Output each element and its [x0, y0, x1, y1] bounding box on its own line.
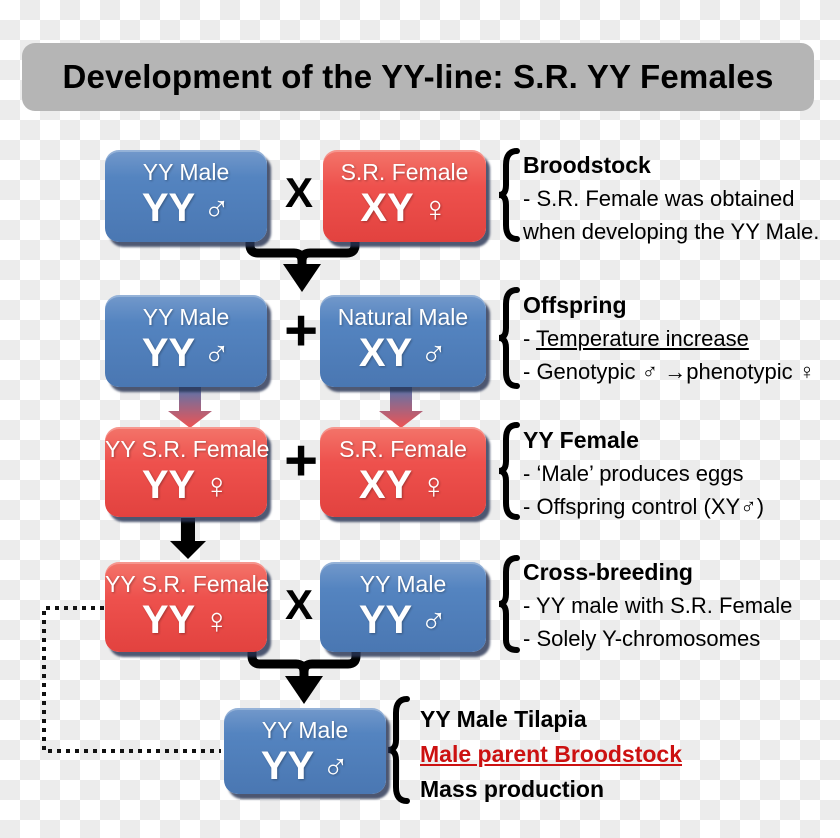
node-genotype: YY♀ [141, 598, 231, 642]
node-label: YY Male [359, 571, 447, 597]
note-line: - YY male with S.R. Female [523, 593, 793, 618]
note-heading: YY Female [523, 427, 639, 453]
node-genotype: YY♀ [141, 463, 231, 507]
node-yy-male-r4: YY Male YY♂ [320, 562, 486, 652]
node-genotype: XY♂ [358, 331, 448, 375]
female-symbol: ♀ [420, 465, 448, 506]
gradient-arrow-icon-right [379, 386, 423, 428]
note-line: - Solely Y-chromosomes [523, 626, 761, 651]
male-symbol: ♂ [420, 600, 448, 641]
node-sr-female-r3: S.R. Female XY♀ [320, 427, 486, 517]
node-genotype: XY♀ [360, 186, 449, 230]
annotation-brace-broodstock [498, 148, 520, 242]
node-genotype: YY♂ [358, 598, 448, 642]
merge-bracket-bottom-right [299, 644, 361, 683]
note-heading: Cross-breeding [523, 559, 693, 585]
node-genotype: XY♀ [358, 463, 448, 507]
merge-bracket-bottom-left [247, 644, 309, 683]
note-heading: Broodstock [523, 152, 651, 178]
down-arrow-icon [170, 541, 206, 559]
male-symbol: ♂ [203, 333, 231, 374]
female-symbol: ♀ [203, 600, 231, 641]
node-genotype: YY♂ [260, 744, 350, 788]
note-cross-breeding: Cross-breeding - YY male with S.R. Femal… [523, 556, 792, 655]
note-line: - ‘Male’ produces eggs [523, 461, 744, 486]
cross-operator-r4: X [284, 581, 313, 628]
node-yy-sr-female-r3: YY S.R. Female YY♀ [105, 427, 270, 517]
note-line: - Temperature increase [523, 326, 749, 351]
node-genotype: YY♂ [141, 186, 231, 230]
note-line: - Genotypic ♂ →phenotypic ♀ [523, 359, 816, 384]
node-label: S.R. Female [340, 159, 469, 185]
male-symbol: ♂ [420, 333, 448, 374]
note-broodstock: Broodstock - S.R. Female was obtained wh… [523, 149, 819, 248]
plus-operator-r3: + [284, 428, 318, 493]
down-arrow-shaft [181, 518, 195, 543]
node-label: S.R. Female [339, 436, 467, 462]
node-label: YY S.R. Female [105, 436, 270, 462]
node-label: Natural Male [337, 304, 469, 330]
cross-operator-r1: X [284, 169, 313, 216]
node-yy-male-r2: YY Male YY♂ [105, 295, 267, 387]
down-arrow-icon [283, 264, 321, 292]
note-offspring: Offspring - Temperature increase - Genot… [523, 289, 815, 388]
note-final: YY Male Tilapia Male parent Broodstock M… [420, 702, 682, 807]
annotation-brace-cross-breeding [498, 555, 520, 653]
note-line: when developing the YY Male. [523, 219, 820, 244]
annotation-brace-final [387, 696, 410, 804]
merge-bracket-top-right [297, 231, 360, 271]
node-yy-sr-female-r4: YY S.R. Female YY♀ [105, 562, 270, 652]
male-symbol: ♂ [203, 188, 231, 229]
plus-operator-r2: + [284, 298, 318, 363]
node-natural-male-r2: Natural Male XY♂ [320, 295, 486, 387]
down-arrow-icon [285, 676, 323, 704]
node-label: YY S.R. Female [105, 571, 270, 597]
node-sr-female-r1: S.R. Female XY♀ [323, 150, 486, 242]
dotted-feedback-line [42, 606, 221, 753]
node-label: YY Male [142, 159, 230, 185]
gradient-arrow-icon-left [168, 386, 212, 428]
annotation-brace-offspring [498, 287, 520, 389]
note-heading: Offspring [523, 292, 627, 318]
node-genotype: YY♂ [141, 331, 231, 375]
female-symbol: ♀ [203, 465, 231, 506]
note-line: - Offspring control (XY♂) [523, 494, 765, 519]
note-line: Mass production [420, 776, 605, 802]
female-symbol: ♀ [421, 188, 449, 229]
note-line: YY Male Tilapia [420, 706, 587, 732]
node-label: YY Male [142, 304, 230, 330]
node-label: YY Male [261, 717, 349, 743]
node-yy-male-final: YY Male YY♂ [224, 708, 386, 794]
note-yy-female: YY Female - ‘Male’ produces eggs - Offsp… [523, 424, 764, 523]
annotation-brace-yy-female [498, 422, 520, 520]
note-line: - S.R. Female was obtained [523, 186, 795, 211]
male-symbol: ♂ [322, 746, 350, 787]
note-line-highlight: Male parent Broodstock [420, 741, 682, 767]
page-title: Development of the YY-line: S.R. YY Fema… [22, 43, 814, 111]
node-yy-male-r1: YY Male YY♂ [105, 150, 267, 242]
